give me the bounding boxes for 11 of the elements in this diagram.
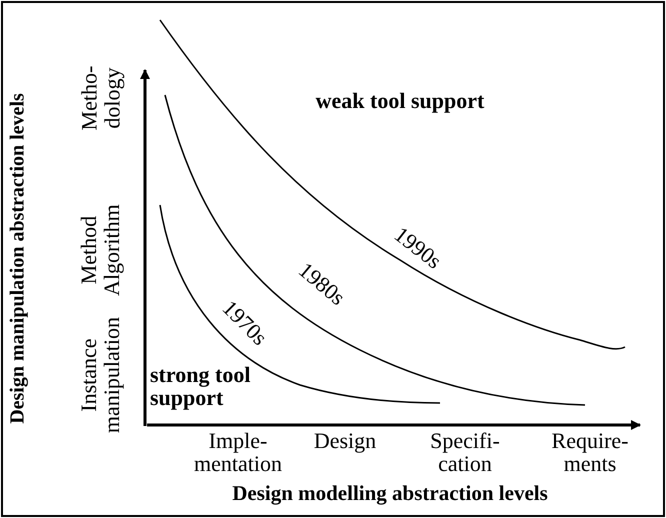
tick-label: Design [312,428,378,452]
axis-title: Design modelling abstraction levels [231,482,549,504]
tick-label: Specifi- cation [429,429,501,476]
tick-label: Method Algorithm [76,203,124,298]
region-label: weak tool support [314,88,486,112]
tick-label: Instance manipulation [76,316,124,436]
region-label: strong tool support [150,363,252,410]
tick-label: Require- ments [550,429,630,476]
tick-label: Imple- mentation [193,429,283,476]
tick-label: Metho- dology [76,64,124,132]
axis-title: Design manipulation abstraction levels [8,92,28,426]
